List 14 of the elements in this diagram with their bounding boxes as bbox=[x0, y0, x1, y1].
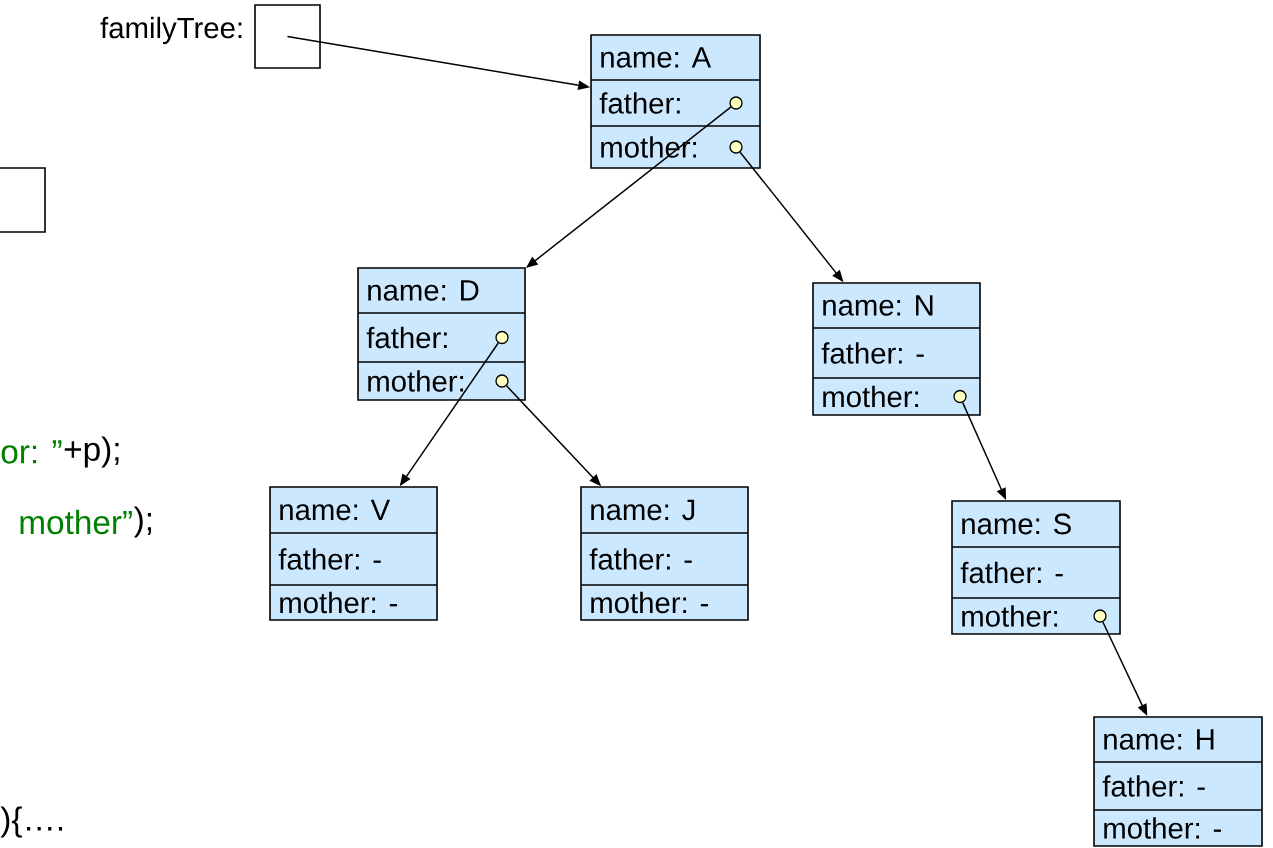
record-box: name: V father: - mother: - bbox=[269, 486, 438, 621]
record-box: name: S father: - mother: bbox=[951, 500, 1121, 635]
record-box: name: H father: - mother: - bbox=[1093, 716, 1263, 847]
record-box: name: D father: mother: bbox=[357, 267, 526, 401]
code-text: mother” bbox=[20, 509, 132, 535]
node-label: familyTree: bbox=[100, 16, 242, 45]
pointer-box bbox=[0, 167, 46, 233]
code-text: ); bbox=[133, 506, 152, 538]
code-text: ){…. bbox=[0, 806, 63, 838]
record-box: name: N father: - mother: bbox=[812, 282, 981, 416]
code-text: or: ” bbox=[1, 440, 62, 464]
pointer-variable: familyTree: bbox=[100, 4, 321, 69]
record-box: name: J father: - mother: - bbox=[580, 486, 749, 621]
code-text: +p); bbox=[64, 436, 119, 468]
